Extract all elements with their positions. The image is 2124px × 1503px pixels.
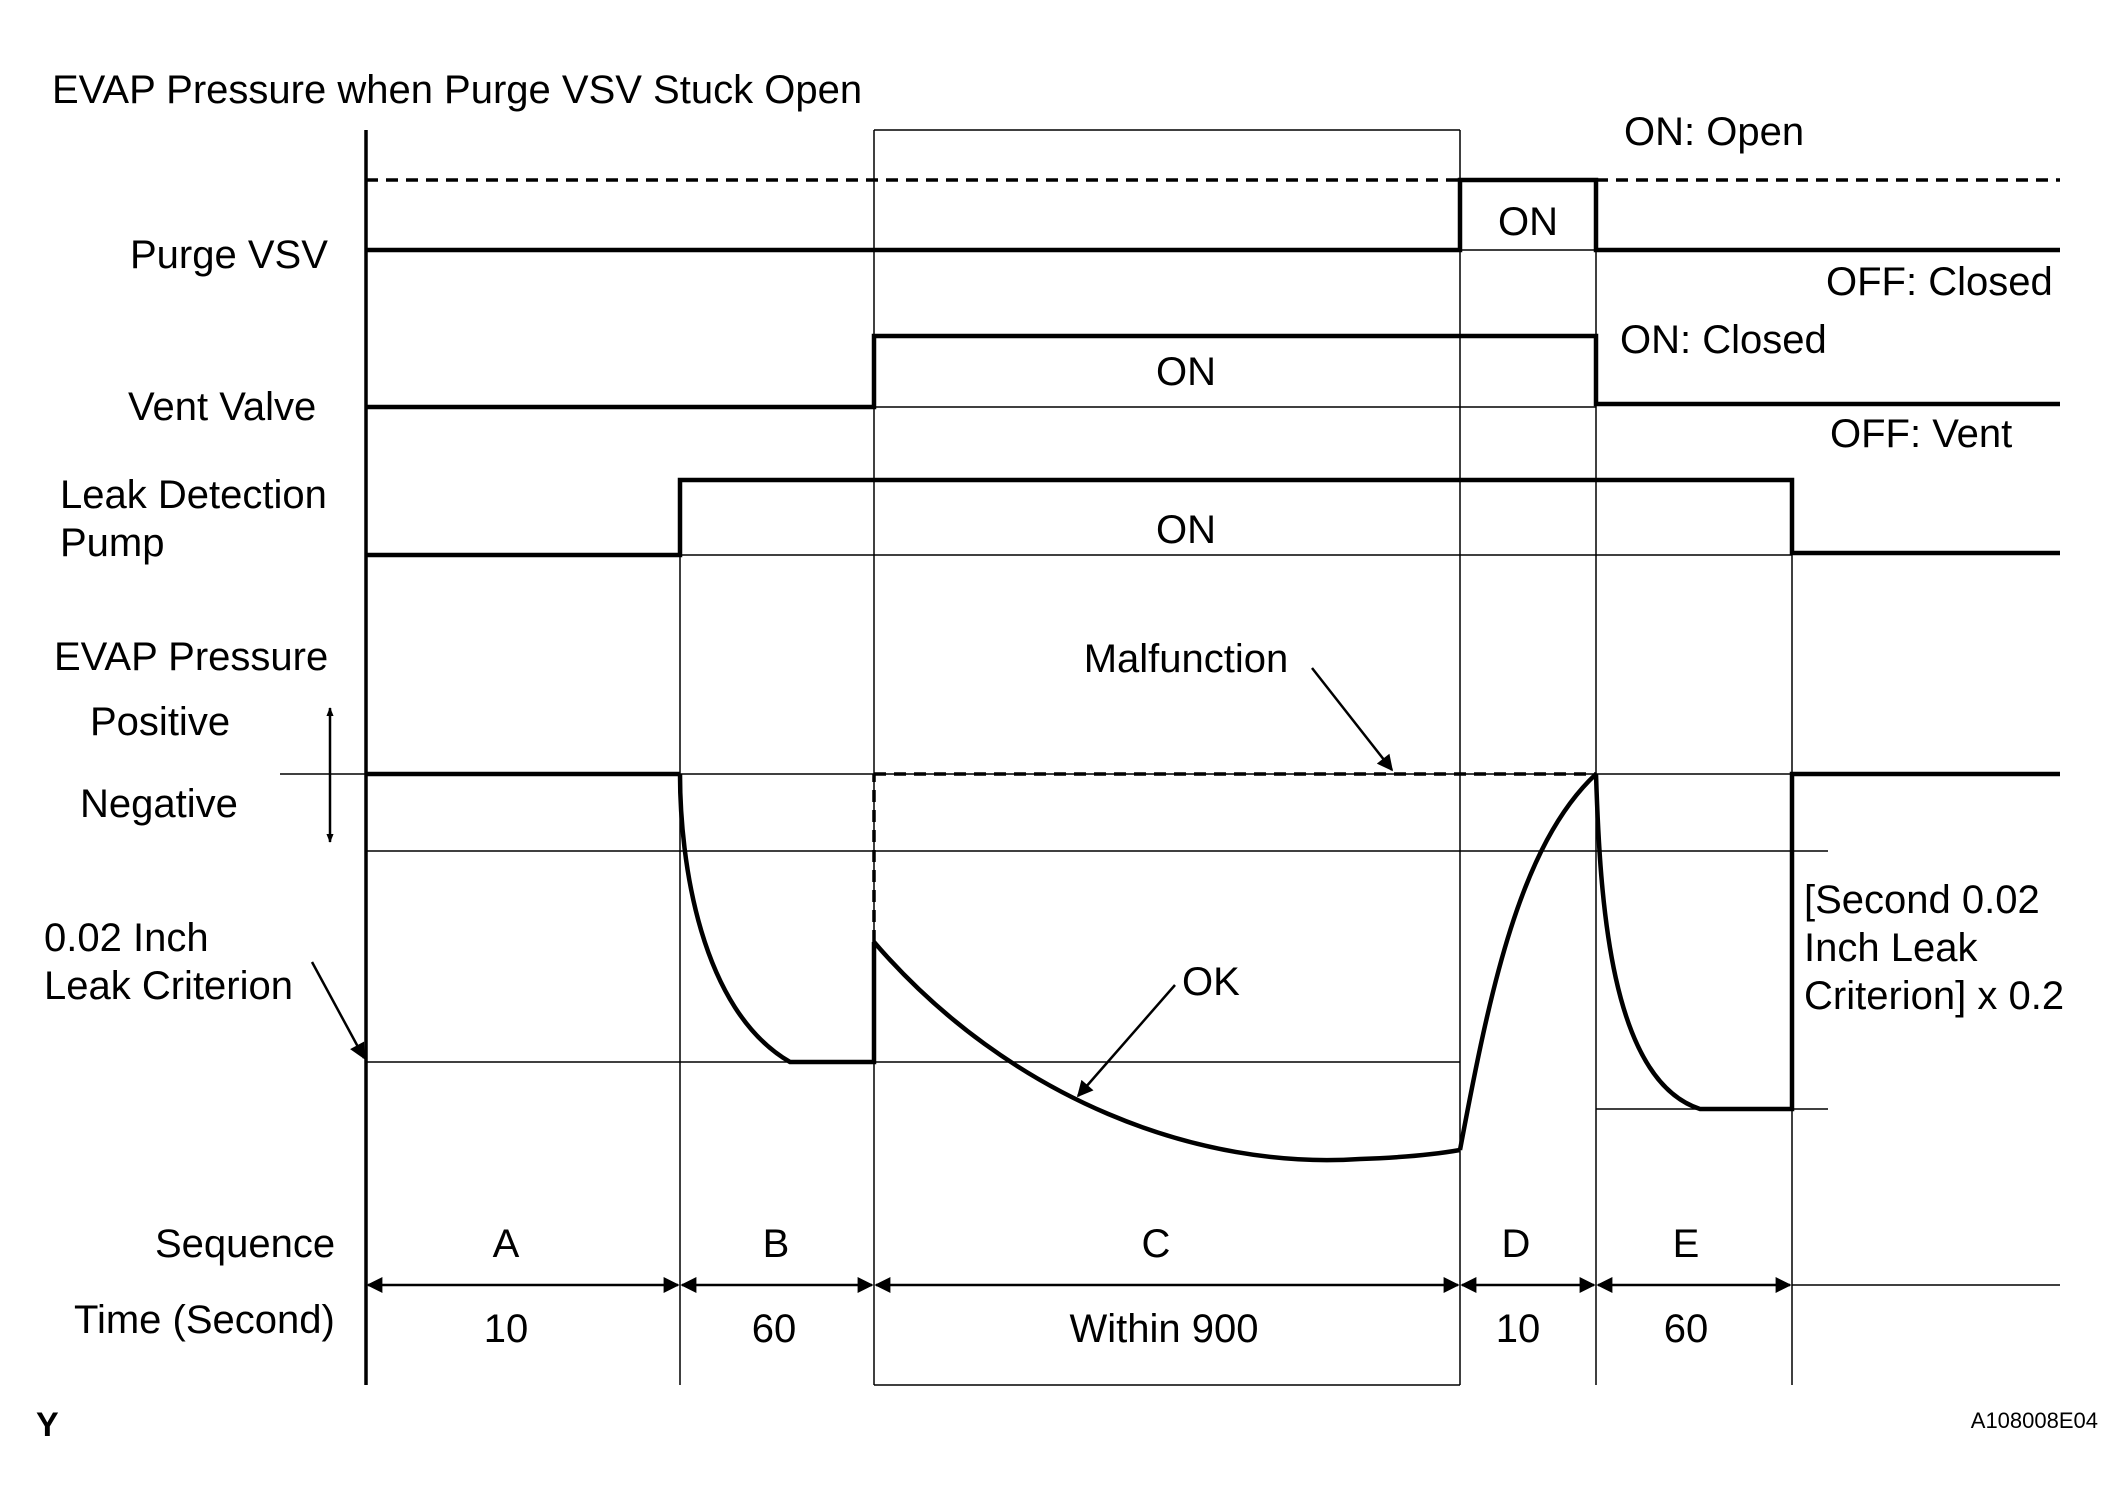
sequence-step: C bbox=[1142, 1222, 1171, 1266]
step-time: Within 900 bbox=[1070, 1307, 1259, 1351]
malfunction-arrow bbox=[1311, 667, 1393, 772]
sequence-label: Sequence bbox=[155, 1222, 335, 1266]
purge-vsv-signal bbox=[366, 177, 2060, 253]
step-time: 60 bbox=[1664, 1307, 1709, 1351]
evap-pressure-label: EVAP Pressure bbox=[54, 635, 328, 679]
leak-pump-label-2: Pump bbox=[60, 521, 165, 565]
leak-pump-label-1: Leak Detection bbox=[60, 473, 327, 517]
second-criterion-label-1: [Second 0.02 bbox=[1804, 878, 2040, 922]
ok-arrow bbox=[1076, 984, 1176, 1098]
positive-label: Positive bbox=[90, 700, 230, 744]
figure-id: A108008E04 bbox=[1971, 1408, 2098, 1433]
vent-off-state: OFF: Vent bbox=[1830, 412, 2012, 456]
vent-on-state: ON: Closed bbox=[1620, 318, 1827, 362]
leak-pump-signal bbox=[366, 477, 2060, 558]
sequence-step: D bbox=[1502, 1222, 1531, 1266]
vent-valve-signal bbox=[366, 333, 2060, 410]
criterion-label-2: Leak Criterion bbox=[44, 964, 293, 1008]
step-time: 60 bbox=[752, 1307, 797, 1351]
second-criterion-label-2: Inch Leak bbox=[1804, 926, 1978, 970]
negative-label: Negative bbox=[80, 782, 238, 826]
footer-left-code: Y bbox=[36, 1406, 59, 1444]
purge-off-state: OFF: Closed bbox=[1826, 260, 2053, 304]
time-label: Time (Second) bbox=[74, 1298, 335, 1342]
sequence-step: E bbox=[1673, 1222, 1700, 1266]
criterion-label-1: 0.02 Inch bbox=[44, 916, 209, 960]
diagram-title: EVAP Pressure when Purge VSV Stuck Open bbox=[52, 68, 862, 112]
ok-label: OK bbox=[1182, 960, 1240, 1004]
sequence-step: A bbox=[493, 1222, 520, 1266]
vent-on-label: ON bbox=[1156, 350, 1216, 394]
purge-on-state: ON: Open bbox=[1624, 110, 1804, 154]
leak-pump-on-label: ON bbox=[1156, 508, 1216, 552]
purge-on-label: ON bbox=[1498, 200, 1558, 244]
step-time: 10 bbox=[1496, 1307, 1541, 1351]
sequence-step: B bbox=[763, 1222, 790, 1266]
criterion-arrow bbox=[310, 961, 366, 1060]
malfunction-curve bbox=[872, 772, 1596, 942]
malfunction-label: Malfunction bbox=[1084, 637, 1289, 681]
vent-valve-label: Vent Valve bbox=[128, 385, 316, 429]
pressure-curve bbox=[366, 771, 2060, 1163]
step-time: 10 bbox=[484, 1307, 529, 1351]
second-criterion-label-3: Criterion] x 0.2 bbox=[1804, 974, 2064, 1018]
purge-vsv-label: Purge VSV bbox=[130, 233, 328, 277]
